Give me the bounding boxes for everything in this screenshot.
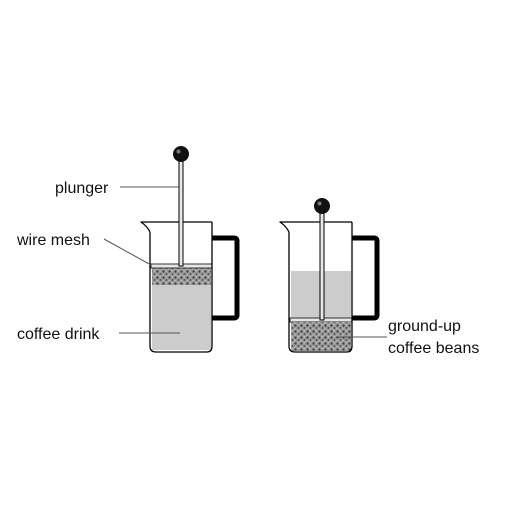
plunger-rod-left <box>178 157 184 267</box>
wire-mesh-leader-line <box>103 238 152 266</box>
plunger-rod-right <box>319 208 325 321</box>
wire-mesh-label: wire mesh <box>16 232 90 249</box>
plunger-label: plunger <box>55 180 109 197</box>
coffee-beans-label: coffee beans <box>388 340 479 357</box>
press-right <box>279 198 380 353</box>
plunger-knob-right <box>314 198 330 214</box>
press-left <box>140 146 240 353</box>
handle-right <box>352 235 380 321</box>
glass-outline-left <box>140 221 213 353</box>
handle-left <box>212 235 240 321</box>
ground-up-label: ground-up <box>388 318 461 335</box>
glass-outline-right <box>279 221 353 353</box>
grounds-layer-left <box>152 268 211 285</box>
coffee-drink-liquid-left <box>152 285 211 350</box>
plunger-knob-left <box>173 146 189 162</box>
coffee-drink-label: coffee drink <box>17 326 100 343</box>
